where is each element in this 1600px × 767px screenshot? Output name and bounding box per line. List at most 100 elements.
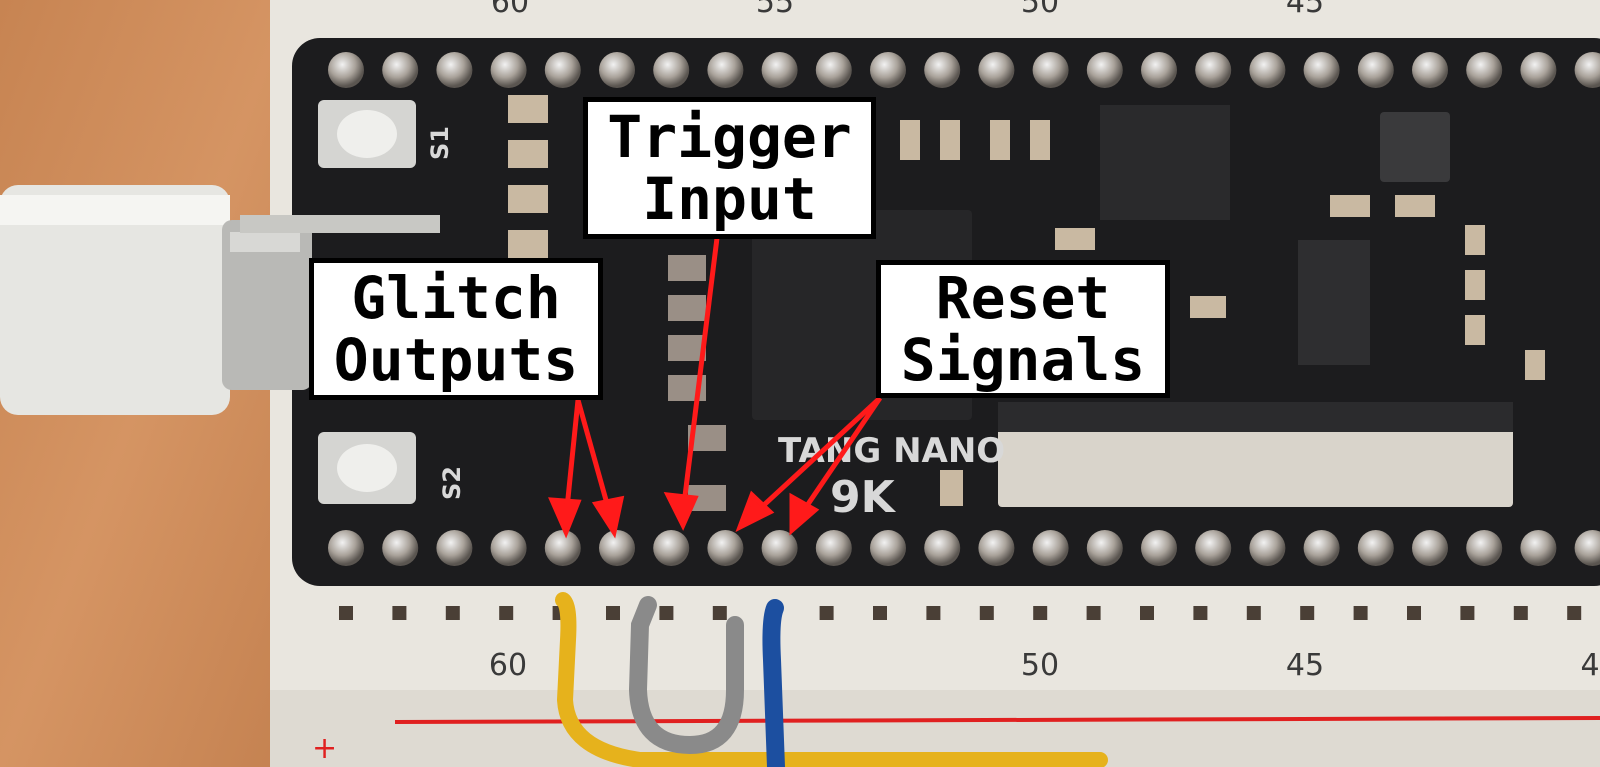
- header-pin: [544, 52, 581, 88]
- header-pin: [870, 530, 906, 566]
- header-pin: [1086, 52, 1123, 88]
- breadboard-hole: [606, 606, 620, 620]
- callout-trigger-input: Trigger Input: [583, 97, 876, 239]
- header-pin: [328, 530, 364, 566]
- header-pin: [1141, 52, 1177, 88]
- header-pin: [1574, 530, 1600, 566]
- breadboard-hole: [659, 606, 674, 620]
- header-pin: [1520, 530, 1557, 566]
- breadboard-hole: [339, 606, 353, 620]
- callout-glitch-outputs: Glitch Outputs: [309, 258, 603, 400]
- breadboard-hole: [1086, 606, 1101, 620]
- breadboard-hole: [712, 606, 727, 620]
- wire-blue: [762, 599, 785, 767]
- breadboard-number-bottom: 45: [1286, 648, 1324, 683]
- breadboard-hole: [926, 606, 941, 620]
- breadboard-number-bottom: 4: [1580, 648, 1599, 683]
- header-pin: [653, 52, 690, 88]
- breadboard-hole: [873, 606, 887, 620]
- callout-reset-line1: Reset: [935, 264, 1111, 332]
- power-rail-red-line: [394, 716, 1600, 724]
- header-pin: [1195, 530, 1232, 566]
- header-pin: [1303, 52, 1340, 88]
- header-pin: [1357, 52, 1394, 88]
- header-pin: [1195, 52, 1232, 88]
- silk-s1: S1: [426, 126, 454, 160]
- header-pins-bottom: [328, 530, 1600, 566]
- silk-s2: S2: [438, 466, 466, 500]
- header-pin: [436, 530, 473, 566]
- header-pin: [761, 52, 798, 88]
- breadboard-number-top: 50: [1021, 0, 1059, 20]
- callout-trigger-line1: Trigger: [607, 103, 852, 171]
- header-pin: [761, 530, 798, 566]
- annotation-arrows: [548, 237, 883, 539]
- breadboard-hole: [499, 606, 514, 620]
- header-pin: [599, 52, 635, 88]
- breadboard-hole: [1407, 606, 1421, 620]
- header-pin: [1574, 52, 1600, 88]
- silk-model: 9K: [830, 472, 897, 523]
- header-pin: [815, 530, 852, 566]
- header-pin: [1249, 530, 1286, 566]
- header-pin: [382, 530, 419, 566]
- wire-gray: [628, 596, 744, 755]
- callout-glitch-line1: Glitch: [351, 264, 561, 332]
- header-pin: [490, 52, 527, 88]
- header-pin: [1303, 530, 1340, 566]
- breadboard-hole: [1300, 606, 1315, 620]
- callout-trigger-line2: Input: [642, 165, 817, 233]
- breadboard-hole: [1193, 606, 1208, 620]
- usb-c-connector: [222, 220, 312, 390]
- breadboard-hole: [1246, 606, 1261, 620]
- header-pin: [1466, 530, 1503, 566]
- breadboard-hole: [1513, 606, 1528, 620]
- callout-reset-signals: Reset Signals: [876, 260, 1170, 398]
- rail-plus-symbol: +: [312, 731, 337, 766]
- header-pin: [382, 52, 419, 88]
- header-pin: [1520, 52, 1557, 88]
- breadboard-hole: [1353, 606, 1368, 620]
- header-pin: [1086, 530, 1123, 566]
- breadboard-number-top: 55: [756, 0, 794, 20]
- breadboard-hole: [979, 606, 994, 620]
- header-pin: [1249, 52, 1286, 88]
- breadboard-number-bottom: 50: [1021, 648, 1059, 683]
- button-s2: [318, 432, 416, 504]
- breadboard-hole: [819, 606, 834, 620]
- usb-c-cable: [0, 185, 230, 415]
- header-pin: [1032, 52, 1069, 88]
- breadboard-number-bottom: 60: [489, 648, 527, 683]
- header-pin: [707, 52, 744, 88]
- header-pin: [978, 530, 1015, 566]
- callout-reset-line2: Signals: [900, 326, 1146, 394]
- header-pin: [978, 52, 1015, 88]
- breadboard-hole: [392, 606, 407, 620]
- button-s1: [318, 100, 416, 168]
- callout-glitch-line2: Outputs: [333, 326, 579, 394]
- header-pin: [924, 52, 961, 88]
- header-pin: [1141, 530, 1177, 566]
- header-pin: [1032, 530, 1069, 566]
- header-pin: [815, 52, 852, 88]
- breadboard-hole-row: [339, 606, 1582, 620]
- header-pins-top: [328, 52, 1600, 88]
- silk-brand: TANG NANO: [778, 431, 1005, 471]
- header-pin: [707, 530, 744, 566]
- smd-components: [508, 95, 1545, 506]
- breadboard-hole: [1033, 606, 1048, 620]
- header-pin: [544, 530, 581, 566]
- header-pin: [328, 52, 364, 88]
- breadboard-hole: [1140, 606, 1154, 620]
- header-pin: [490, 530, 527, 566]
- header-pin: [1412, 52, 1448, 88]
- header-pin: [924, 530, 961, 566]
- header-pin: [1466, 52, 1503, 88]
- header-pin: [1412, 530, 1448, 566]
- header-pin: [599, 530, 635, 566]
- header-pin: [436, 52, 473, 88]
- wire-yellow: [555, 592, 1108, 767]
- breadboard-hole: [1567, 606, 1582, 620]
- header-pin: [870, 52, 906, 88]
- header-pin: [653, 530, 690, 566]
